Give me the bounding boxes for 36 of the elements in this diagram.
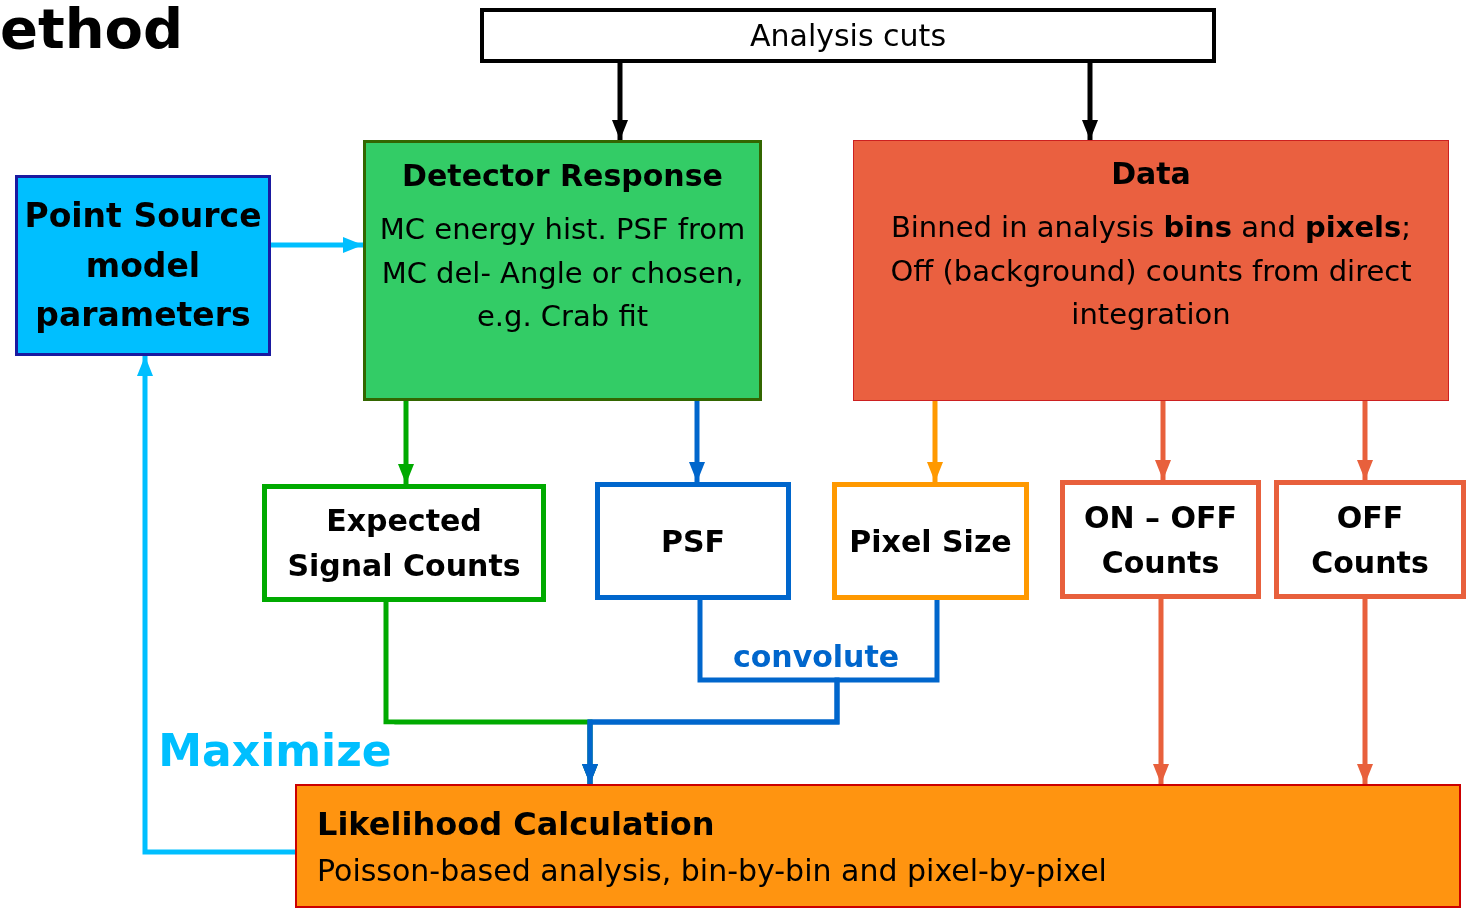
arrow bbox=[398, 401, 414, 484]
process-box bbox=[480, 8, 1216, 63]
arrow bbox=[1082, 63, 1098, 140]
process-box bbox=[832, 482, 1029, 600]
parameter-box bbox=[15, 175, 271, 356]
arrow bbox=[689, 401, 705, 482]
box-heading: Data bbox=[1111, 155, 1191, 193]
box-label: Point Source model parameters bbox=[24, 195, 262, 337]
box-label: Pixel Size bbox=[849, 522, 1012, 561]
box-label: ON – OFF Counts bbox=[1083, 498, 1238, 582]
arrow bbox=[1153, 599, 1169, 784]
box-label: PSF bbox=[660, 522, 726, 561]
box-label: OFF Counts bbox=[1310, 498, 1430, 582]
process-box bbox=[1060, 480, 1261, 599]
box-heading: Detector Response bbox=[402, 157, 723, 195]
box-description: MC energy hist. PSF from MC del- Angle or chosen, e.g. Crab fit bbox=[378, 211, 747, 335]
process-box bbox=[262, 484, 546, 602]
arrow bbox=[1357, 401, 1373, 480]
arrow bbox=[1155, 401, 1171, 480]
process-box bbox=[595, 482, 791, 600]
likelihood-box bbox=[295, 784, 1461, 908]
arrow bbox=[137, 356, 295, 855]
box-label: Expected Signal Counts bbox=[286, 502, 522, 585]
box-description: Binned in analysis bins and pixels; Off (background) counts from direct integration bbox=[889, 209, 1413, 333]
arrow bbox=[1357, 599, 1373, 784]
data-box bbox=[853, 140, 1449, 401]
arrow bbox=[612, 63, 628, 140]
arrow bbox=[927, 401, 943, 482]
arrow bbox=[582, 600, 940, 784]
box-description: Poisson-based analysis, bin-by-bin and pixel-by-pixel bbox=[317, 851, 1107, 890]
box-label: Analysis cuts bbox=[749, 17, 946, 55]
box-heading: Likelihood Calculation bbox=[317, 803, 715, 845]
arrow bbox=[271, 237, 363, 253]
process-box bbox=[1274, 480, 1466, 599]
page-heading: ethod bbox=[0, 0, 184, 60]
detector-response-box bbox=[363, 140, 762, 401]
